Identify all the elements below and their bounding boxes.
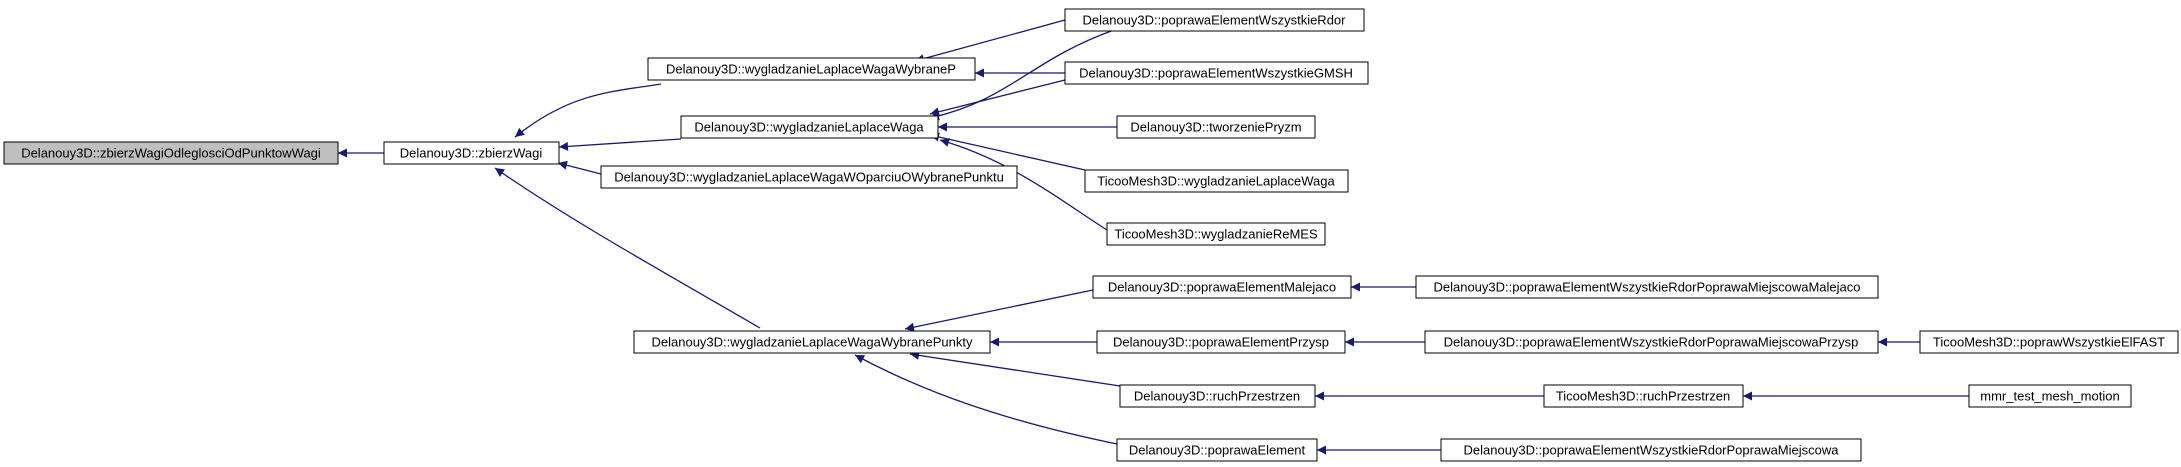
node-poprawaElementWszystkieRdorPoprawaMiejscowa[interactable]: Delanouy3D::poprawaElementWszystkieRdorP… [1440,438,1862,462]
node-label: TicooMesh3D::wygladzanieReMES [1114,227,1318,242]
node-label: TicooMesh3D::ruchPrzestrzen [1556,389,1730,404]
node-wygladzanieLaplaceWagaWybraneP[interactable]: Delanouy3D::wygladzanieLaplaceWagaWybran… [647,57,976,81]
edge-poprawaRdor-to-wagaWybraneP [914,19,1066,63]
node-mmr-test-mesh-motion[interactable]: mmr_test_mesh_motion [1968,384,2132,408]
node-wygladzanieLaplaceWagaWOparciuOWybranePunktu[interactable]: Delanouy3D::wygladzanieLaplaceWagaWOparc… [600,165,1018,189]
node-label: mmr_test_mesh_motion [1980,389,2119,404]
node-poprawaElement[interactable]: Delanouy3D::poprawaElement [1116,438,1318,462]
node-label: Delanouy3D::poprawaElementWszystkieRdorP… [1444,335,1859,350]
node-wygladzanieLaplaceWaga[interactable]: Delanouy3D::wygladzanieLaplaceWaga [680,115,939,139]
node-label: Delanouy3D::poprawaElement [1129,443,1306,458]
node-poprawaElementPrzysp[interactable]: Delanouy3D::poprawaElementPrzysp [1096,330,1346,354]
node-label: Delanouy3D::poprawaElementWszystkieRdorP… [1464,443,1840,458]
node-poprawaElementWszystkieRdorPoprawaMiejscowaPrzysp[interactable]: Delanouy3D::poprawaElementWszystkieRdorP… [1424,330,1879,354]
node-label: Delanouy3D::poprawaElementWszystkieGMSH [1079,66,1353,81]
node-poprawaElementWszystkieRdorPoprawaMiejscowaMalejaco[interactable]: Delanouy3D::poprawaElementWszystkieRdorP… [1415,275,1879,299]
edge-ticooWaga-to-waga [929,132,1086,171]
node-label: TicooMesh3D::poprawWszystkieElFAST [1933,335,2165,350]
node-label: Delanouy3D::poprawaElementWszystkieRdorP… [1433,280,1860,295]
node-wygladzanieLaplaceWagaWybranePunkty[interactable]: Delanouy3D::wygladzanieLaplaceWagaWybran… [633,330,991,354]
node-label: Delanouy3D::wygladzanieLaplaceWagaWybran… [652,335,973,350]
node-poprawWszystkieElFAST[interactable]: TicooMesh3D::poprawWszystkieElFAST [1919,330,2179,354]
node-label: Delanouy3D::tworzeniePryzm [1130,120,1301,135]
node-label: Delanouy3D::poprawaElementMalejaco [1108,280,1336,295]
node-label: Delanouy3D::wygladzanieLaplaceWagaWybran… [666,62,956,77]
edge-wagaWybraneP-to-zbierzWagi [514,83,662,138]
edge-wagaWybranePunkty-to-zbierzWagi [494,167,761,329]
node-zbierzWagiOdleglosciOdPunktowWagi[interactable]: Delanouy3D::zbierzWagiOdleglosciOdPunkto… [3,141,339,165]
node-tworzeniePryzm[interactable]: Delanouy3D::tworzeniePryzm [1116,115,1316,139]
node-label: Delanouy3D::wygladzanieLaplaceWagaWOparc… [614,170,1004,185]
node-zbierzWagi[interactable]: Delanouy3D::zbierzWagi [383,141,560,165]
node-ruchPrzestrzen[interactable]: Delanouy3D::ruchPrzestrzen [1119,384,1316,408]
node-label: Delanouy3D::wygladzanieLaplaceWaga [694,120,924,135]
node-label: Delanouy3D::ruchPrzestrzen [1134,389,1300,404]
edge-ruchPrzestrzen-to-wagaWybranePunkty [909,350,1121,387]
edge-poprawaElement-to-wagaWybranePunkty [854,354,1118,445]
node-label: Delanouy3D::zbierzWagiOdleglosciOdPunkto… [21,146,321,161]
edge-ticooReMES-to-waga [939,138,1108,231]
edge-wagaOparciu-to-zbierzWagi [557,160,602,175]
node-label: Delanouy3D::poprawaElementPrzysp [1113,335,1329,350]
node-label: Delanouy3D::poprawaElementWszystkieRdor [1082,13,1346,28]
edge-poprawaRdor-to-waga [929,29,1115,121]
node-label: TicooMesh3D::wygladzanieLaplaceWaga [1097,174,1335,189]
node-wygladzanieReMES[interactable]: TicooMesh3D::wygladzanieReMES [1106,222,1326,246]
edge-waga-to-zbierzWagi [558,138,682,151]
node-poprawaElementWszystkieGMSH[interactable]: Delanouy3D::poprawaElementWszystkieGMSH [1064,61,1369,85]
edges [338,19,1969,455]
node-ticoo-ruchPrzestrzen[interactable]: TicooMesh3D::ruchPrzestrzen [1543,384,1744,408]
node-poprawaElementWszystkieRdor[interactable]: Delanouy3D::poprawaElementWszystkieRdor [1064,8,1365,32]
node-label: Delanouy3D::zbierzWagi [400,146,543,161]
edge-poprawaMalejaco-to-wagaWybranePunkty [904,289,1094,332]
node-poprawaElementMalejaco[interactable]: Delanouy3D::poprawaElementMalejaco [1092,275,1352,299]
edge-poprawaGMSH-to-waga [929,79,1066,117]
node-ticoo-wygladzanieLaplaceWaga[interactable]: TicooMesh3D::wygladzanieLaplaceWaga [1084,169,1349,193]
